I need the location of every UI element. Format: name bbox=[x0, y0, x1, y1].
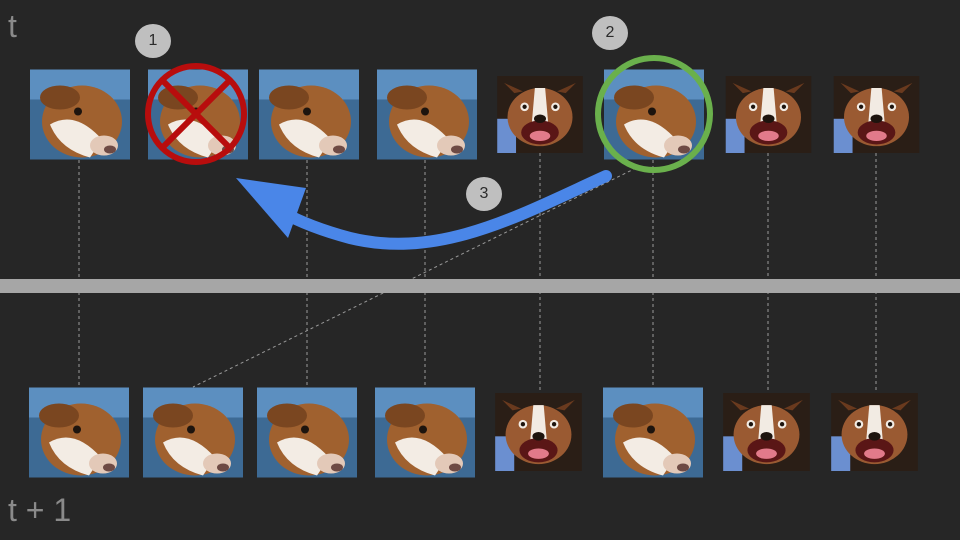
top-image-8 bbox=[833, 76, 920, 153]
time-label-t: t bbox=[8, 8, 17, 44]
bottom-image-7 bbox=[723, 393, 810, 471]
copy-connector-line bbox=[192, 167, 637, 388]
row-t1-images bbox=[29, 387, 918, 478]
bottom-image-3 bbox=[257, 387, 357, 478]
top-image-7 bbox=[725, 76, 812, 153]
time-step-divider bbox=[0, 279, 960, 293]
bottom-image-5 bbox=[495, 393, 582, 471]
bottom-image-6 bbox=[603, 387, 703, 478]
top-image-3 bbox=[259, 69, 359, 160]
step-badge-2: 2 bbox=[592, 16, 628, 50]
time-label-t-plus-1: t + 1 bbox=[8, 492, 72, 528]
bottom-image-4 bbox=[375, 387, 475, 478]
top-image-6 bbox=[604, 69, 704, 160]
step-badge-3: 3 bbox=[466, 177, 502, 211]
column-connectors bbox=[78, 153, 877, 393]
bottom-image-8 bbox=[831, 393, 918, 471]
copy-arrow-icon bbox=[236, 170, 612, 250]
select-circle-icon bbox=[595, 55, 713, 173]
step-badge-1: 1 bbox=[135, 24, 171, 58]
bottom-image-1 bbox=[29, 387, 129, 478]
remove-x-icon bbox=[145, 63, 247, 165]
bottom-image-2 bbox=[143, 387, 243, 478]
top-image-4 bbox=[377, 69, 477, 160]
top-image-5 bbox=[497, 76, 583, 153]
top-image-1 bbox=[30, 69, 130, 160]
